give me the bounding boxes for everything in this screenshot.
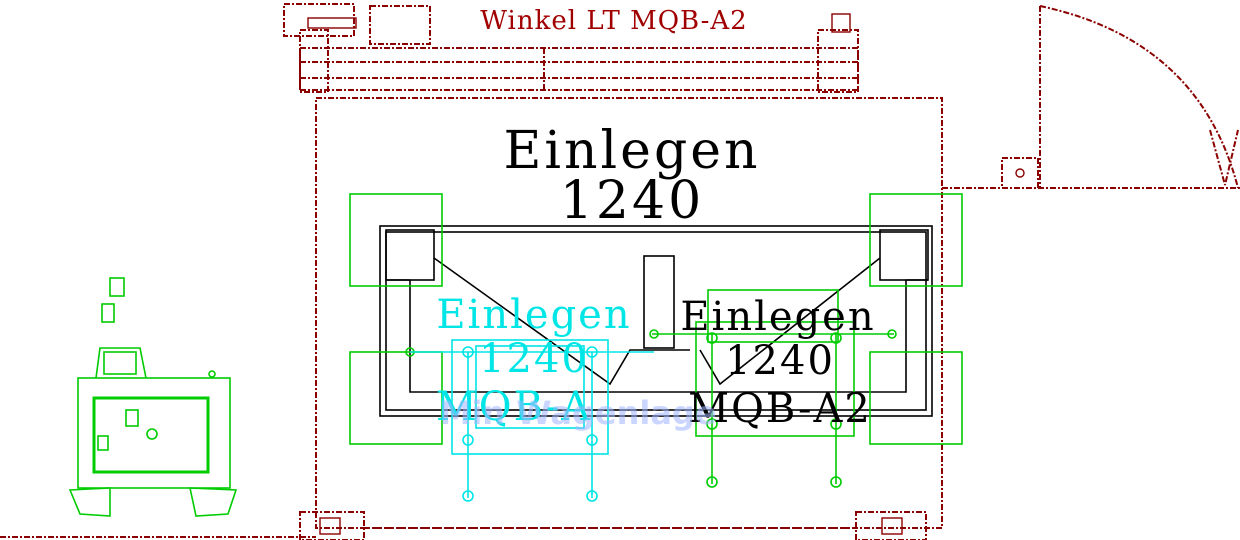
guide-box-bottom-right (869, 351, 963, 445)
green-node-7 (706, 476, 718, 488)
machine-foot-left (68, 487, 111, 517)
green-node-2 (887, 329, 897, 339)
green-node-4 (830, 332, 842, 344)
top-left-bracket (369, 5, 431, 45)
fixture-frame (0, 3, 1240, 540)
black-label-line1: Einlegen (680, 294, 875, 340)
bottom-right-screw (881, 517, 903, 535)
top-rail (299, 47, 859, 91)
tray-outer (379, 225, 933, 417)
tray-center-tab (643, 255, 675, 349)
top-rail-right-post (817, 29, 859, 93)
machine-head-window (103, 351, 137, 375)
green-label-frame (695, 321, 855, 437)
cyan-node-2 (586, 346, 598, 358)
cyan-node-5 (462, 490, 474, 502)
green-guides (349, 193, 963, 488)
tray-corner-left (385, 229, 435, 281)
machine-head (95, 347, 147, 379)
top-rail-left-post (299, 29, 329, 93)
cyan-node-6 (586, 490, 598, 502)
drawing-title: Winkel LT MQB-A2 (480, 6, 747, 36)
machine-panel (92, 396, 210, 474)
black-label-line2: 1240 (725, 338, 835, 384)
tray-floor (409, 280, 907, 393)
machine-indicator-2 (97, 435, 109, 451)
cyan-node-1 (462, 346, 474, 358)
green-node-6 (830, 418, 842, 430)
machine-sensor-1 (109, 277, 125, 297)
green-node-3 (706, 332, 718, 344)
door-latch (1209, 129, 1239, 186)
tray-inner (385, 231, 927, 411)
cyan-label-line2: 1240 (479, 336, 589, 382)
green-node-1 (649, 329, 659, 339)
tray-corner-right (879, 229, 929, 281)
cyan-label-line1: Einlegen (436, 292, 631, 338)
machine-knob (146, 428, 158, 440)
guide-box-top-left (349, 193, 443, 287)
cyan-holder-frame (451, 339, 609, 455)
tray-fold-right (699, 257, 881, 386)
door-swing-arc (1039, 5, 1239, 189)
tray-fold-left (433, 257, 690, 386)
hinge-pin (1015, 168, 1025, 178)
guide-box-top-right (869, 193, 963, 287)
cyan-node-3 (462, 434, 474, 446)
door-hinge-block (1001, 157, 1039, 189)
green-label-frame-top (707, 289, 839, 343)
green-node-8 (830, 476, 842, 488)
guide-box-bottom-left (349, 351, 443, 445)
bottom-left-block (299, 511, 365, 540)
top-right-screw (831, 13, 851, 33)
bottom-right-block (855, 511, 927, 540)
machine-body (77, 377, 231, 489)
main-label-line1: Einlegen (503, 121, 760, 181)
tray-outline (379, 225, 933, 417)
side-machine (68, 277, 238, 517)
cyan-node-4 (586, 434, 598, 446)
machine-sensor-2 (101, 303, 115, 323)
clamp-bar (307, 17, 357, 29)
machine-foot-right (189, 487, 238, 517)
cyan-holder-inner (475, 345, 585, 429)
black-label-line3: MQB-A2 (688, 386, 872, 432)
machine-bolt (208, 370, 216, 378)
main-label-line2: 1240 (560, 171, 704, 231)
watermark-text: Min Wagenlage (439, 394, 716, 432)
frame-details (307, 13, 1025, 535)
green-node-5 (706, 418, 718, 430)
top-left-clamp (283, 3, 355, 37)
cyan-label-line3: MQB-A (436, 384, 592, 430)
machine-indicator-1 (125, 409, 139, 427)
bottom-left-screw (319, 517, 341, 535)
cyan-holder (410, 339, 654, 502)
